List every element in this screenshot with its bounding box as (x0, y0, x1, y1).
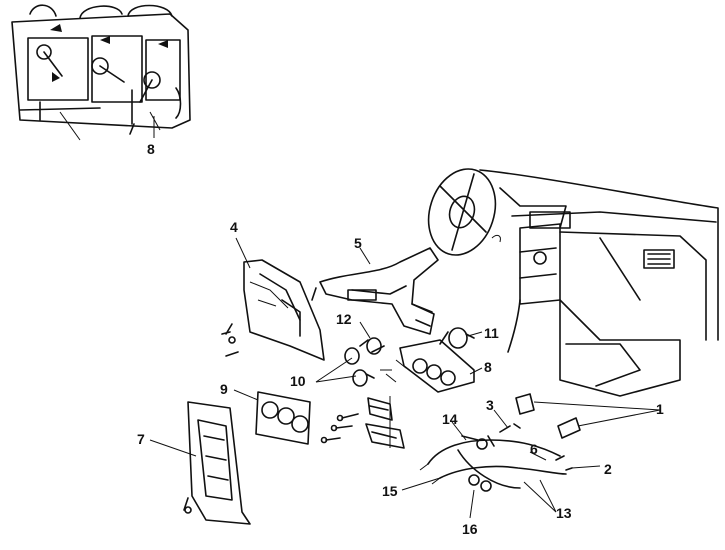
callout-8-main: 8 (484, 359, 492, 375)
part-4-side-panel (221, 259, 325, 361)
callout-labels: 8 4 5 12 11 10 8 9 7 1 3 6 2 14 15 13 16 (137, 141, 664, 537)
part-7-front-trim (183, 401, 251, 525)
callout-2: 2 (604, 461, 612, 477)
part-9-control-panel (255, 391, 311, 445)
inset-control-unit-view (11, 4, 191, 141)
callout-9: 9 (220, 381, 228, 397)
dashboard-overview (427, 168, 719, 397)
callout-8-inset: 8 (147, 141, 155, 157)
callout-7: 7 (137, 431, 145, 447)
callout-14: 14 (442, 411, 458, 427)
part-5-air-duct (311, 247, 439, 335)
callout-3: 3 (486, 397, 494, 413)
callout-13: 13 (556, 505, 572, 521)
callout-11: 11 (484, 325, 499, 341)
control-cables (419, 423, 573, 492)
part-1-clips (515, 393, 581, 439)
callout-16: 16 (462, 521, 478, 537)
callout-12: 12 (336, 311, 352, 327)
callout-5: 5 (354, 235, 362, 251)
callout-1: 1 (656, 401, 664, 417)
callout-15: 15 (382, 483, 398, 499)
parts-10-11-12-knobs (344, 327, 475, 387)
part-8-control-unit (380, 339, 475, 393)
mounting-brackets (320, 396, 405, 449)
leader-lines (149, 116, 661, 519)
callout-6: 6 (530, 441, 538, 457)
callout-10: 10 (290, 373, 306, 389)
callout-4: 4 (230, 219, 238, 235)
